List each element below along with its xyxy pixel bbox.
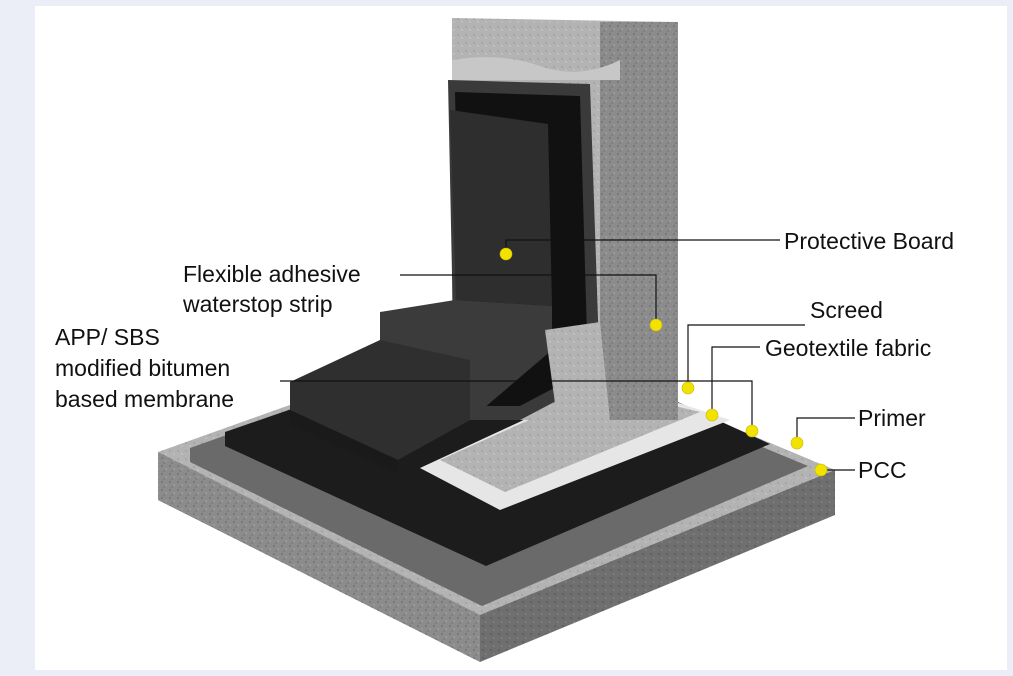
label-pcc: PCC [858, 457, 907, 483]
marker-membrane [745, 424, 759, 438]
marker-waterstop-strip [649, 318, 663, 332]
marker-geotextile [705, 408, 719, 422]
label-primer: Primer [858, 405, 926, 431]
marker-protective-board [499, 247, 513, 261]
label-flexible-strip-line2: waterstop strip [182, 291, 333, 317]
label-geotextile: Geotextile fabric [765, 335, 931, 361]
marker-screed [681, 381, 695, 395]
marker-pcc [814, 463, 828, 477]
label-membrane-line3: based membrane [55, 386, 234, 412]
label-membrane-line2: modified bitumen [55, 355, 230, 381]
label-flexible-strip-line1: Flexible adhesive [183, 261, 361, 287]
protective-board [450, 110, 552, 306]
label-membrane-line1: APP/ SBS [55, 324, 160, 350]
label-protective-board: Protective Board [784, 228, 954, 254]
marker-primer [790, 436, 804, 450]
waterstop-strip [290, 300, 552, 474]
label-screed: Screed [810, 297, 883, 323]
